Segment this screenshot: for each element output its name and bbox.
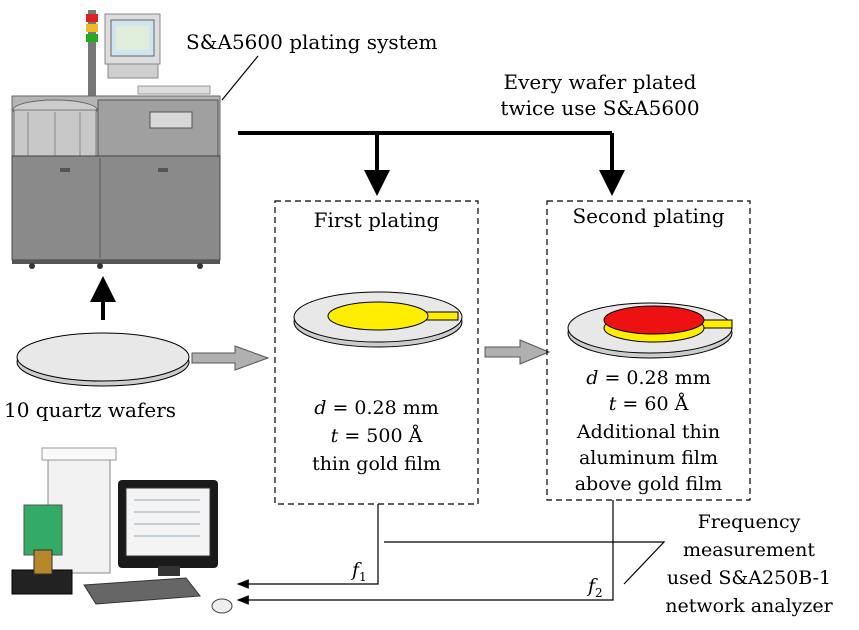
f1-var: f: [352, 559, 360, 581]
freq-label-line3: used S&A250B-1: [666, 567, 832, 589]
quartz-wafers-image: [16, 332, 190, 387]
f1-subscript: 1: [359, 569, 367, 584]
measurement-lines: [236, 500, 666, 605]
f2-subscript: 2: [595, 585, 603, 600]
arrow-to-second-plating: [599, 170, 625, 196]
second-film-line3: above gold film: [574, 473, 723, 495]
first-d-var: d: [314, 397, 327, 419]
arrow-to-first-plating: [364, 170, 390, 196]
frequency-bracket: [384, 541, 666, 585]
wafers-label: 10 quartz wafers: [4, 398, 177, 422]
first-d-param: d = 0.28 mm: [275, 396, 478, 420]
freq-label-line2: measurement: [682, 539, 816, 561]
first-t-param: t = 500 Å: [275, 424, 478, 448]
second-t-value: = 60 Å: [622, 393, 689, 415]
second-d-param: d = 0.28 mm: [547, 366, 750, 390]
second-plating-box: [546, 200, 751, 501]
first-plating-title: First plating: [313, 208, 440, 232]
system-label-leader: [221, 55, 259, 101]
f2-label: f2: [588, 574, 603, 605]
second-plating-title: Second plating: [572, 204, 725, 228]
first-plated-wafer: [293, 291, 463, 348]
freq-label-line4: network analyzer: [665, 595, 833, 617]
every-wafer-label-line1: Every wafer plated: [503, 70, 697, 94]
second-t-var: t: [608, 393, 617, 415]
first-d-value: = 0.28 mm: [332, 397, 439, 419]
second-film-line2: aluminum film: [578, 447, 719, 469]
f1-label: f1: [352, 558, 367, 589]
first-plating-box: [274, 200, 479, 505]
distribution-bus: [238, 131, 625, 196]
every-wafer-label-line2: twice use S&A5600: [500, 96, 700, 120]
freq-label-line1: Frequency: [697, 511, 801, 533]
system-label: S&A5600 plating system: [186, 30, 438, 54]
second-d-var: d: [586, 367, 599, 389]
second-t-param: t = 60 Å: [547, 392, 750, 416]
second-d-value: = 0.28 mm: [604, 367, 711, 389]
second-film-line1: Additional thin: [576, 421, 721, 443]
network-analyzer-image: [11, 447, 233, 614]
f2-var: f: [588, 575, 596, 597]
hollow-arrow-2: [484, 339, 551, 365]
first-t-var: t: [330, 425, 339, 447]
plating-machine-image: [11, 10, 221, 269]
second-plated-wafer: [567, 302, 733, 359]
hollow-arrow-1: [191, 345, 270, 371]
first-film-label: thin gold film: [312, 453, 441, 475]
arrow-wafers-to-machine: [90, 276, 116, 320]
first-t-value: = 500 Å: [344, 425, 423, 447]
